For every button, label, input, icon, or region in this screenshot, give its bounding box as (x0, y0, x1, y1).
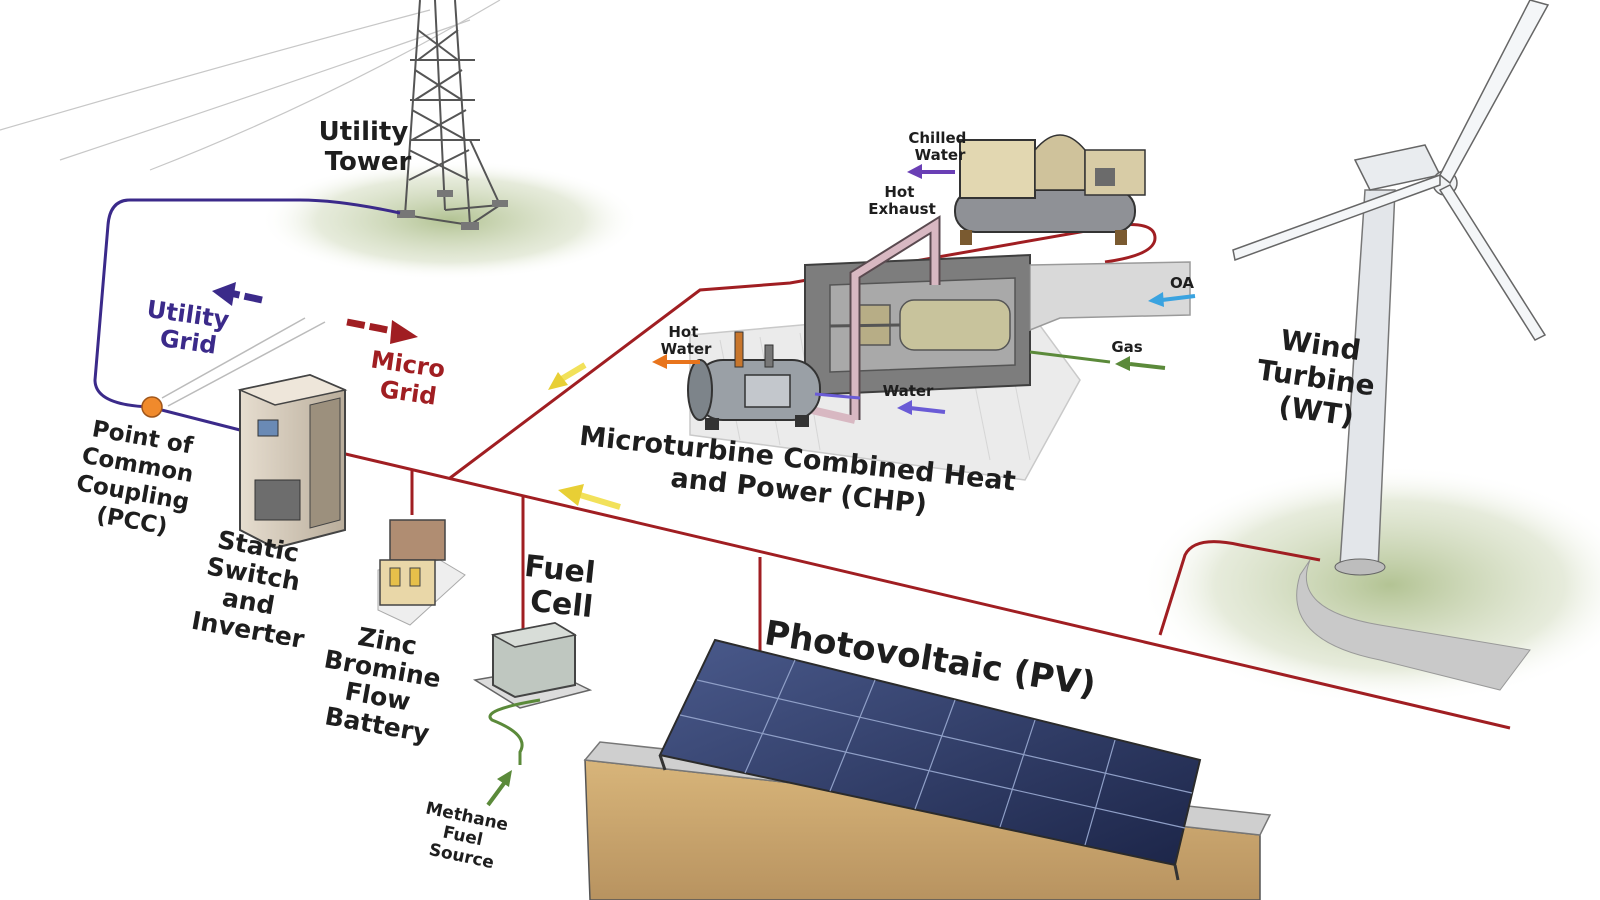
boiler (687, 331, 821, 430)
wind-turbine-label: Wind Turbine (WT) (1251, 321, 1392, 437)
micro-grid-label: Micro Grid (365, 346, 455, 413)
absorption-chiller (954, 134, 1146, 245)
fuel-cell-label: Fuel Cell (519, 549, 607, 626)
water-label: Water (883, 382, 934, 400)
wind-turbine (1232, 0, 1550, 576)
tower-footings (397, 190, 508, 230)
methane-line (488, 698, 541, 765)
static-switch-label: Static Switch and Inverter (189, 523, 321, 654)
gas-arrow (1115, 356, 1166, 371)
grid-divider (161, 317, 326, 407)
zinc-battery-label: Zinc Bromine Flow Battery (312, 617, 456, 750)
methane-arrow (486, 770, 512, 807)
gas-label: Gas (1111, 338, 1142, 356)
water-line (814, 392, 861, 400)
water-arrow (897, 400, 946, 415)
heat-flow-arrow-upper (548, 362, 587, 390)
hot-water-arrow (652, 354, 700, 369)
tower-ground (260, 160, 640, 280)
turbine-path (1296, 559, 1531, 691)
utility-tower (404, 0, 502, 226)
overhead-wires (0, 0, 501, 171)
pv-array (658, 638, 1202, 881)
heat-flow-arrow-lower (558, 484, 621, 510)
oa-label: OA (1170, 274, 1194, 292)
gas-line (1029, 350, 1111, 364)
utility-grid-arrow (212, 282, 263, 306)
pcc-label: Point of Common Coupling (PCC) (69, 415, 208, 545)
chilled-water-label: Chilled Water (908, 129, 971, 164)
utility-tower-label: Utility Tower (319, 117, 418, 177)
flow-battery (377, 519, 466, 626)
hot-water-label: Hot Water (661, 323, 712, 358)
hot-exhaust-label: Hot Exhaust (868, 183, 936, 218)
methane-label: Methane Fuel Source (416, 798, 516, 875)
utility-feed-line (93, 198, 401, 432)
microturbine-unit (804, 253, 1031, 397)
pcc-node (141, 396, 163, 418)
fuel-cell-unit (472, 621, 593, 709)
chilled-water-arrow (907, 164, 955, 179)
utility-grid-label: Utility Grid (141, 295, 239, 362)
micro-grid-arrow (346, 318, 418, 344)
oa-duct (1029, 261, 1191, 332)
oa-arrow (1148, 292, 1196, 307)
static-switch-cabinet (237, 373, 348, 550)
exhaust-duct-fill (851, 218, 939, 420)
